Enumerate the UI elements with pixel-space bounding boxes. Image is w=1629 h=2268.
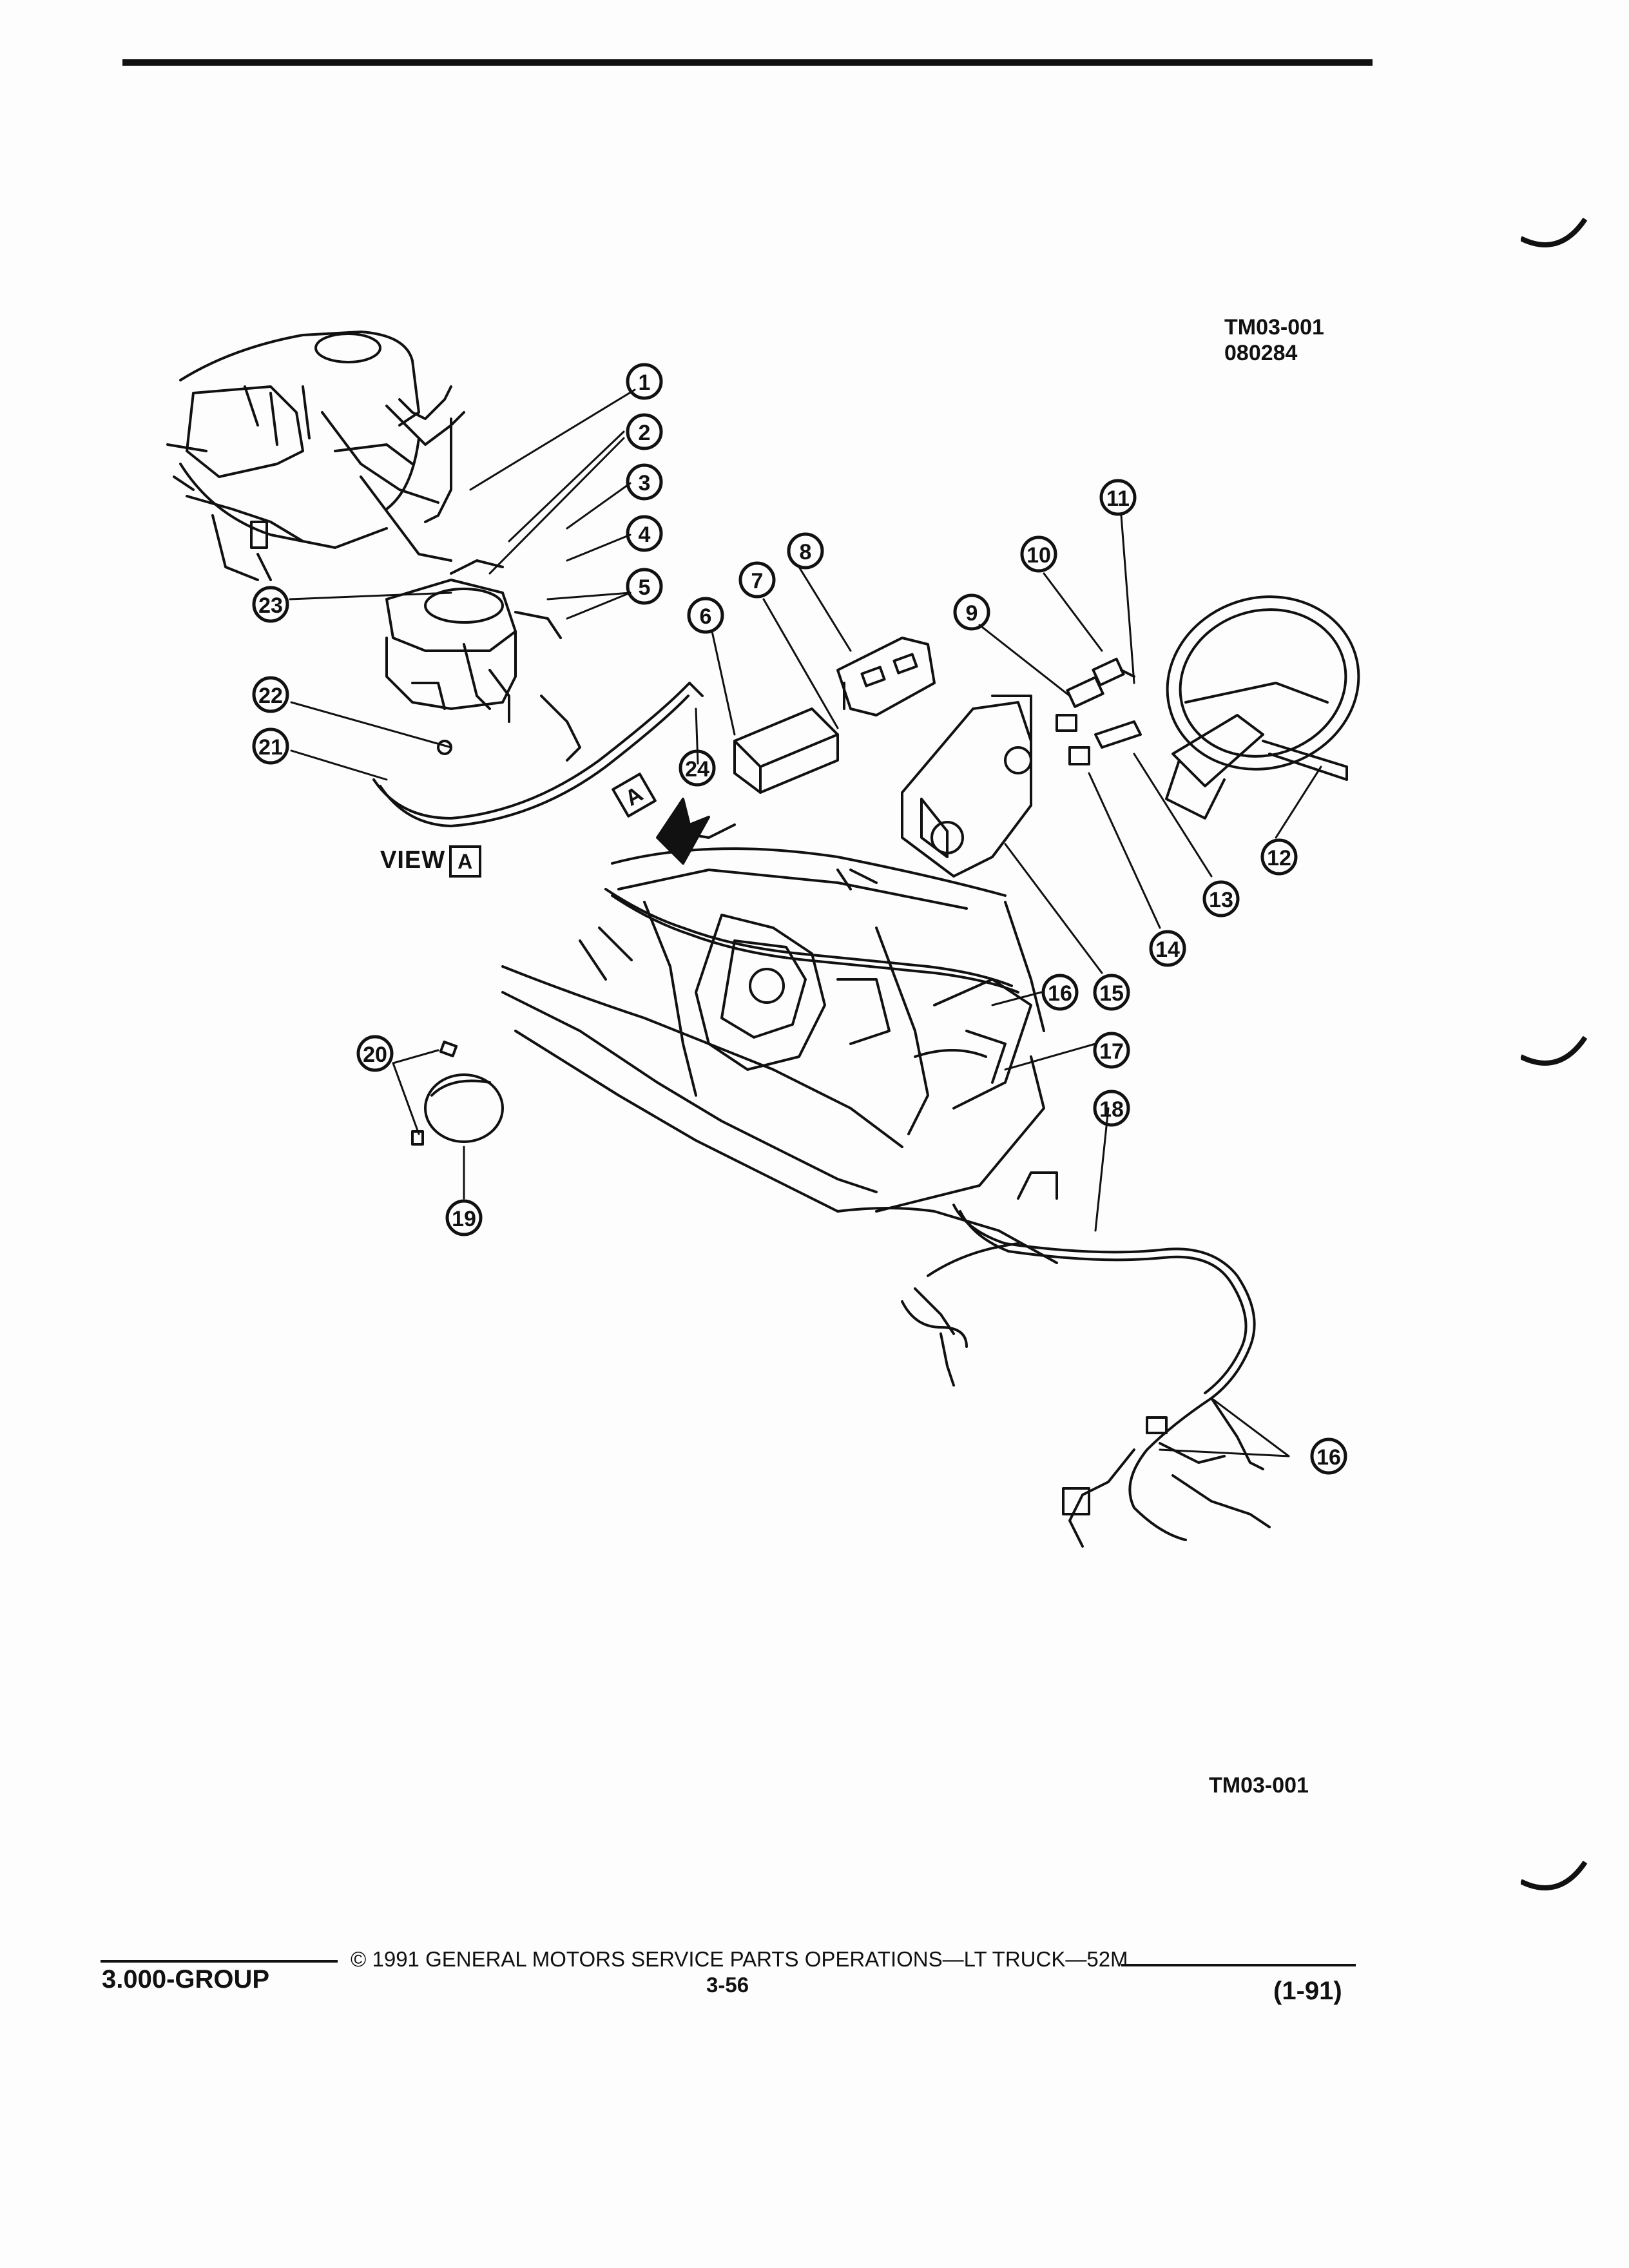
callout-2: 2 — [639, 421, 651, 445]
steering-wheel — [1165, 595, 1360, 820]
cruise-servo-assembly — [385, 559, 562, 723]
figure-id-footer: TM03-001 — [1209, 1773, 1309, 1798]
figure-id-block: TM03-001 080284 — [1224, 314, 1324, 366]
callout-12: 12 — [1267, 846, 1291, 870]
callout-16: 16 — [1048, 981, 1072, 1006]
binder-mark-bottom — [1521, 1860, 1588, 1890]
callout-18: 18 — [1099, 1097, 1124, 1122]
callout-15: 15 — [1099, 981, 1124, 1006]
callout-11: 11 — [1106, 486, 1130, 511]
view-label-text: VIEW — [380, 847, 446, 874]
footer-group: 3.000-GROUP — [102, 1965, 270, 1994]
binder-mark-top — [1521, 217, 1588, 247]
callout-1: 1 — [639, 370, 651, 395]
control-module — [733, 707, 839, 794]
callout-5: 5 — [639, 575, 651, 600]
callout-numbers: 1 2 3 4 5 6 7 8 9 10 11 12 13 14 15 16 1… — [258, 370, 1341, 1470]
callout-22: 22 — [258, 684, 283, 708]
callout-10: 10 — [1027, 543, 1051, 568]
engine-carburetor-assembly — [166, 331, 465, 581]
callout-13: 13 — [1209, 888, 1233, 912]
wiring-harness — [901, 1171, 1271, 1548]
figure-id: TM03-001 — [1224, 315, 1324, 340]
callout-23: 23 — [258, 593, 283, 618]
view-a-arrow — [612, 773, 710, 865]
callout-21: 21 — [258, 735, 283, 760]
figure-code: 080284 — [1224, 341, 1298, 365]
callout-6: 6 — [700, 604, 712, 629]
callout-9: 9 — [966, 601, 978, 626]
vacuum-hose — [372, 682, 704, 827]
callout-8: 8 — [800, 540, 812, 564]
callout-20: 20 — [363, 1043, 387, 1067]
callout-circles — [252, 363, 1347, 1475]
mounting-bracket — [836, 637, 936, 716]
switch-components — [1055, 657, 1142, 765]
callout-17: 17 — [1099, 1039, 1124, 1064]
callout-3: 3 — [639, 471, 651, 495]
binder-marks — [1521, 217, 1588, 1890]
callout-14: 14 — [1155, 937, 1180, 962]
callout-4: 4 — [639, 523, 651, 547]
steering-column-bracket — [901, 695, 1032, 878]
callout-24: 24 — [685, 757, 709, 782]
binder-mark-middle — [1521, 1035, 1588, 1066]
footer-page-number: 3-56 — [706, 1973, 749, 1997]
view-label-box: A — [449, 845, 482, 878]
vacuum-reservoir — [411, 1041, 504, 1146]
callout-leaders — [289, 389, 1322, 1457]
footer-rule-left — [101, 1960, 338, 1963]
callout-7: 7 — [751, 569, 764, 593]
footer-copyright: © 1991 GENERAL MOTORS SERVICE PARTS OPER… — [351, 1947, 1128, 1971]
footer-date: (1-91) — [1273, 1977, 1342, 2005]
engine-bay-view — [501, 823, 1058, 1264]
callout-19: 19 — [452, 1207, 476, 1231]
footer-rule-right — [1121, 1964, 1356, 1966]
callout-16-harness: 16 — [1316, 1445, 1341, 1470]
header-rule — [122, 59, 1373, 66]
